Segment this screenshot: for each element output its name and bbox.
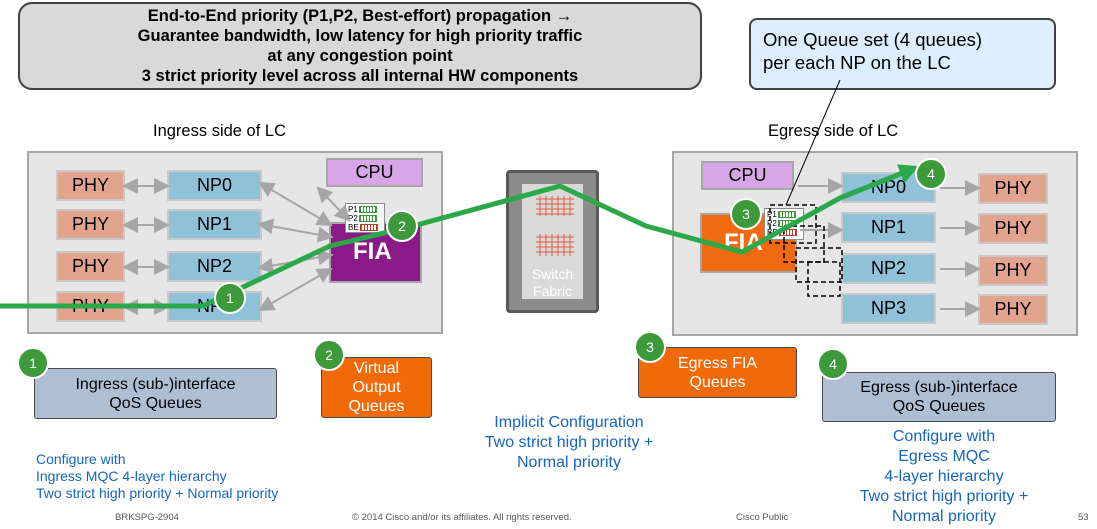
egress-phy-1: PHY [978,213,1048,244]
voq-line-2: Output [352,379,401,396]
egress-np-phy-links [798,178,981,317]
egress-p2-label: P2 [767,219,777,228]
fabric-label-line-2: Fabric [533,283,572,299]
queue-set-callout: One Queue set (4 queues) per each NP on … [749,18,1056,90]
egress-p1-queue [777,211,796,219]
ingress-phy-1: PHY [56,209,125,240]
headline-line-4: 3 strict priority level across all inter… [141,67,579,85]
egress-np-3: NP3 [841,293,936,324]
footer-classification: Cisco Public [736,512,789,523]
ingress-p2-queue [358,215,377,223]
priority-flow-arrow [0,164,920,309]
step-badge-3: 3 [730,198,762,230]
egress-note-line-1: Configure with [892,428,996,445]
egress-np-1: NP1 [841,212,936,243]
implicit-note-line-3: Normal priority [516,454,621,471]
ingress-note-line-2: Ingress MQC 4-layer hierarchy [36,468,227,484]
ingress-be-queue [359,224,378,232]
switch-fabric: Switch Fabric [506,170,599,313]
egress-config-note: Configure with Egress MQC 4-layer hierar… [834,427,1054,527]
egress-side-label: Egress side of LC [768,122,899,140]
ingress-p1-label: P1 [348,205,358,214]
footer-page-number: 53 [1078,512,1089,523]
egress-qos-line-1: Egress (sub-)interface [860,379,1018,396]
egress-phy-2: PHY [978,255,1048,286]
ingress-np-1: NP1 [167,209,262,240]
ingress-np-0: NP0 [167,170,262,201]
step-badge-4: 4 [915,158,947,190]
ingress-config-note: Configure with Ingress MQC 4-layer hiera… [36,451,278,502]
step-badge-2: 2 [386,210,418,242]
ingress-qos-line-2: QoS Queues [109,394,202,412]
ingress-phy-0: PHY [56,170,125,201]
ingress-note-line-3: Two strict high priority + Normal priori… [36,485,279,501]
ingress-p2-label: P2 [348,214,358,223]
egress-phy-3: PHY [978,294,1048,325]
ingress-qos-queues-box: Ingress (sub-)interface QoS Queues [34,368,277,419]
egress-note-line-4: Two strict high priority + [859,488,1029,505]
egress-fia-queues-box: Egress FIA Queues [638,347,797,398]
footer-copyright: © 2014 Cisco and/or its affiliates. All … [352,512,572,523]
egress-fia-queues-line-2: Queues [689,373,746,391]
egress-fia-queues-line-1: Egress FIA [677,354,758,372]
ingress-p1-queue [358,206,377,214]
callout-line-2: per each NP on the LC [763,52,951,73]
ingress-fia-label: FIA [353,238,392,265]
fabric-label-line-1: Switch [531,266,574,282]
virtual-output-queues-box: Virtual Output Queues [321,357,432,418]
egress-p1-label: P1 [767,210,777,219]
ingress-phy-np-links [122,178,170,315]
ingress-np-2: NP2 [167,251,262,282]
headline-banner: End-to-End priority (P1,P2, Best-effort)… [18,2,702,90]
legend-badge-4: 4 [817,348,849,380]
egress-note-line-2: Egress MQC [898,448,990,465]
legend-badge-2: 2 [313,339,345,371]
egress-note-line-3: 4-layer hierarchy [884,468,1004,485]
headline-line-1: End-to-End priority (P1,P2, Best-effort)… [147,7,573,25]
egress-note-line-5: Normal priority [891,508,996,525]
voq-line-1: Virtual [353,360,400,377]
legend-badge-3: 3 [634,331,666,363]
ingress-side-label: Ingress side of LC [153,122,286,140]
egress-qos-queues-box: Egress (sub-)interface QoS Queues [822,372,1056,422]
ingress-qos-line-1: Ingress (sub-)interface [75,375,236,393]
step-badge-1: 1 [214,282,246,314]
implicit-note-line-1: Implicit Configuration [494,414,644,431]
ingress-note-line-1: Configure with [36,451,126,467]
ingress-cpu: CPU [326,158,423,187]
egress-queue-sets [769,204,843,297]
voq-line-3: Queues [348,398,405,415]
implicit-config-note: Implicit Configuration Two strict high p… [458,413,680,473]
headline-line-2: Guarantee bandwidth, low latency for hig… [137,27,583,45]
ingress-phy-2: PHY [56,251,125,282]
legend-badge-1: 1 [17,347,49,379]
egress-phy-0: PHY [978,173,1048,204]
ingress-be-label: BE [348,223,359,232]
callout-line-1: One Queue set (4 queues) [763,29,983,50]
callout-pointer [785,79,841,206]
egress-np-2: NP2 [841,253,936,284]
egress-qos-line-2: QoS Queues [892,398,986,415]
footer-session-code: BRKSPG-2904 [115,512,179,523]
fabric-grid-icon [536,196,574,256]
egress-cpu: CPU [701,161,794,190]
implicit-note-line-2: Two strict high priority + [484,434,654,451]
ingress-np-fia-links [257,181,351,311]
headline-line-3: at any congestion point [267,47,453,65]
